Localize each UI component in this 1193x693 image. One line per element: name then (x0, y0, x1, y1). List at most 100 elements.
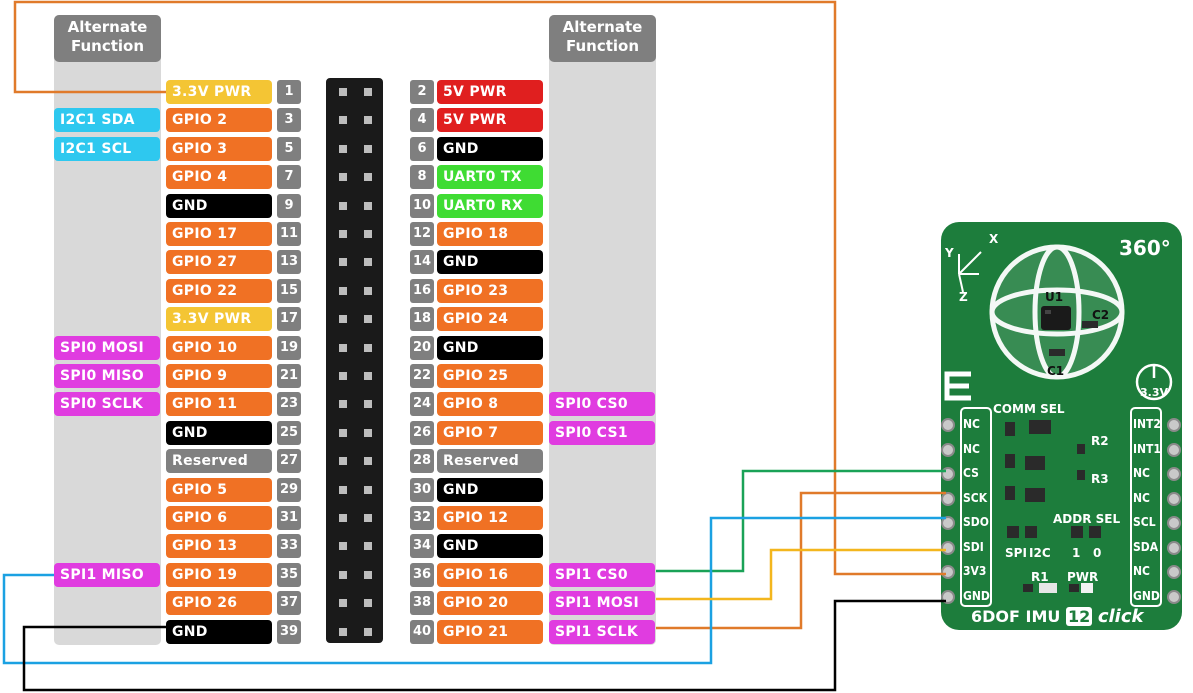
axis-icon (958, 251, 982, 293)
header-pin (364, 599, 372, 607)
right-alt-label: SPI0 CS1 (549, 421, 655, 445)
header-pin (339, 542, 347, 550)
board-right-pad (1167, 516, 1181, 530)
header-pin (339, 372, 347, 380)
header-pin (339, 258, 347, 266)
header-pin (364, 145, 372, 153)
left-pin-number: 37 (277, 591, 301, 615)
header-pin (364, 315, 372, 323)
r1-label: R1 (1031, 570, 1049, 584)
header-pin (339, 457, 347, 465)
u1-label: U1 (1045, 290, 1064, 304)
axis-z-label: Z (959, 290, 968, 304)
left-function-label: GPIO 4 (166, 165, 272, 189)
left-function-label: 3.3V PWR (166, 80, 272, 104)
board-right-pin-label: GND (1133, 589, 1160, 603)
left-function-label: GPIO 26 (166, 591, 272, 615)
left-alt-header: Alternate Function (54, 15, 161, 62)
board-right-pin-label: SCL (1133, 515, 1156, 529)
header-pin (339, 486, 347, 494)
right-function-label: GND (437, 478, 543, 502)
board-right-pad (1167, 565, 1181, 579)
header-pin (364, 400, 372, 408)
c1-cap (1049, 349, 1065, 356)
right-pin-number: 2 (410, 80, 434, 104)
right-pin-number: 40 (410, 620, 434, 644)
right-alt-label: SPI0 CS0 (549, 392, 655, 416)
right-function-label: 5V PWR (437, 108, 543, 132)
board-left-pin-label: CS (963, 466, 979, 480)
left-pin-number: 21 (277, 364, 301, 388)
left-pin-number: 3 (277, 108, 301, 132)
left-function-label: GPIO 5 (166, 478, 272, 502)
right-pin-number: 20 (410, 336, 434, 360)
right-function-label: GPIO 20 (437, 591, 543, 615)
left-function-label: GPIO 19 (166, 563, 272, 587)
addr-0-label: 0 (1093, 546, 1102, 560)
header-pin (364, 628, 372, 636)
spi-label: SPI (1005, 546, 1027, 560)
gpio-header-connector (326, 78, 383, 643)
board-right-pad (1167, 443, 1181, 457)
board-left-pad (941, 443, 955, 457)
left-function-label: GPIO 11 (166, 392, 272, 416)
board-left-pad (941, 467, 955, 481)
addr-1-label: 1 (1072, 546, 1081, 560)
left-function-label: GND (166, 620, 272, 644)
left-pin-number: 35 (277, 563, 301, 587)
right-function-label: GND (437, 534, 543, 558)
right-function-label: GPIO 12 (437, 506, 543, 530)
board-left-pin-label: SDO (963, 515, 989, 529)
board-right-pin-label: NC (1133, 491, 1150, 505)
left-pin-number: 19 (277, 336, 301, 360)
board-left-pad (941, 492, 955, 506)
right-alt-label: SPI1 MOSI (549, 591, 655, 615)
header-pin (364, 571, 372, 579)
board-right-pin-label: INT2 (1133, 417, 1161, 431)
header-pin (364, 429, 372, 437)
header-pin (364, 542, 372, 550)
header-pin (364, 258, 372, 266)
header-pin (364, 173, 372, 181)
left-pin-number: 5 (277, 137, 301, 161)
board-right-pin-label: SDA (1133, 540, 1159, 554)
right-pin-number: 16 (410, 279, 434, 303)
right-function-label: GND (437, 336, 543, 360)
right-function-label: Reserved (437, 449, 543, 473)
header-pin (339, 571, 347, 579)
left-pin-number: 39 (277, 620, 301, 644)
board-right-pad (1167, 418, 1181, 432)
header-pin (339, 429, 347, 437)
right-pin-number: 24 (410, 392, 434, 416)
header-pin (364, 457, 372, 465)
board-graphics (944, 244, 1173, 607)
board-right-pin-label: INT1 (1133, 442, 1161, 456)
left-function-label: GPIO 3 (166, 137, 272, 161)
header-pin (364, 88, 372, 96)
board-right-pin-label: NC (1133, 564, 1150, 578)
left-function-label: GPIO 6 (166, 506, 272, 530)
right-function-label: UART0 RX (437, 194, 543, 218)
left-function-label: GND (166, 421, 272, 445)
c2-label: C2 (1092, 308, 1110, 322)
r3-label: R3 (1091, 472, 1109, 486)
left-pin-number: 29 (277, 478, 301, 502)
right-alt-label: SPI1 CS0 (549, 563, 655, 587)
mikroe-logo (944, 371, 971, 401)
header-pin (339, 599, 347, 607)
right-pin-number: 38 (410, 591, 434, 615)
right-pin-number: 26 (410, 421, 434, 445)
c1-label: C1 (1047, 364, 1065, 378)
board-right-pin-label: NC (1133, 466, 1150, 480)
left-pin-number: 17 (277, 307, 301, 331)
power-circle-icon (1135, 363, 1173, 401)
left-pin-number: 1 (277, 80, 301, 104)
header-pin (339, 230, 347, 238)
left-function-label: GPIO 22 (166, 279, 272, 303)
left-alt-label: SPI0 MISO (54, 364, 160, 388)
header-pin (364, 344, 372, 352)
board-title-suffix: click (1097, 606, 1144, 627)
header-pin (364, 202, 372, 210)
addr-sel-label: ADDR SEL (1053, 512, 1121, 526)
left-function-label: GPIO 17 (166, 222, 272, 246)
